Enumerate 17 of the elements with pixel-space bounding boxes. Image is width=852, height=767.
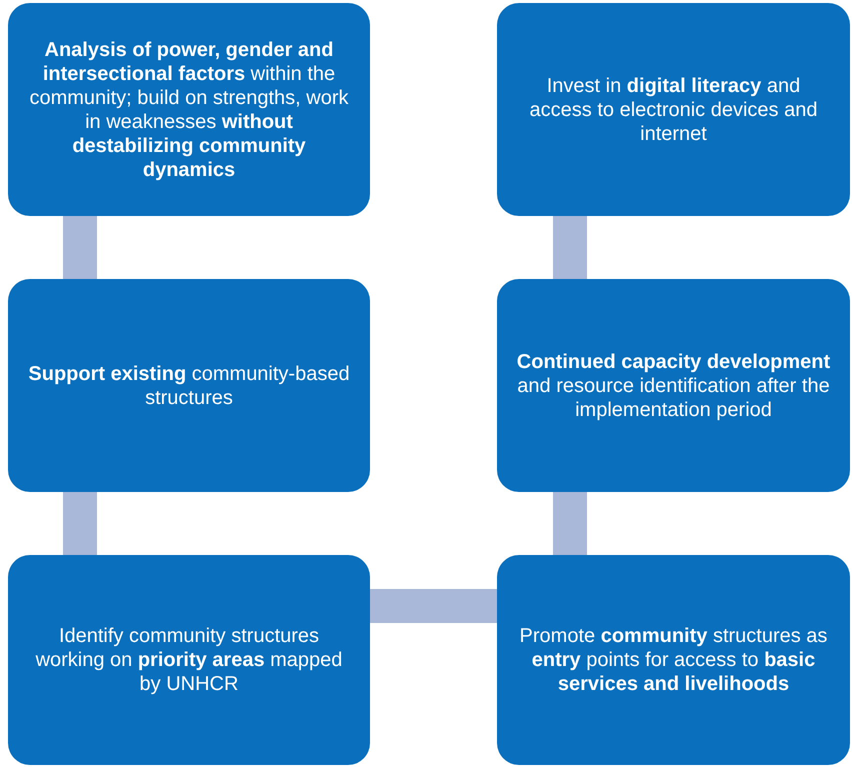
connector-bar (553, 492, 587, 555)
process-box (8, 3, 370, 216)
process-box (497, 555, 850, 765)
connector-bar (370, 589, 497, 623)
process-box (497, 3, 850, 216)
box-text: Promote community structures as entry points for access to basic services and livelihoods (518, 624, 828, 696)
connector-bar (553, 216, 587, 279)
connector-bar (63, 216, 97, 279)
process-box (8, 279, 370, 492)
box-text: Continued capacity development and resource identification after the implementation period (516, 350, 832, 422)
process-box (8, 555, 370, 765)
box-text: Identify community structures working on priority areas mapped by UNHCR (34, 624, 344, 696)
box-text: Analysis of power, gender and intersectional factors within the community; build on strengths, work in weaknesses without destabilizing community dynamics (28, 38, 350, 182)
connector-bar (63, 492, 97, 555)
box-text: Invest in digital literacy and access to electronic devices and internet (528, 74, 818, 146)
process-box (497, 279, 850, 492)
box-text: Support existing community-based structures (27, 362, 351, 410)
